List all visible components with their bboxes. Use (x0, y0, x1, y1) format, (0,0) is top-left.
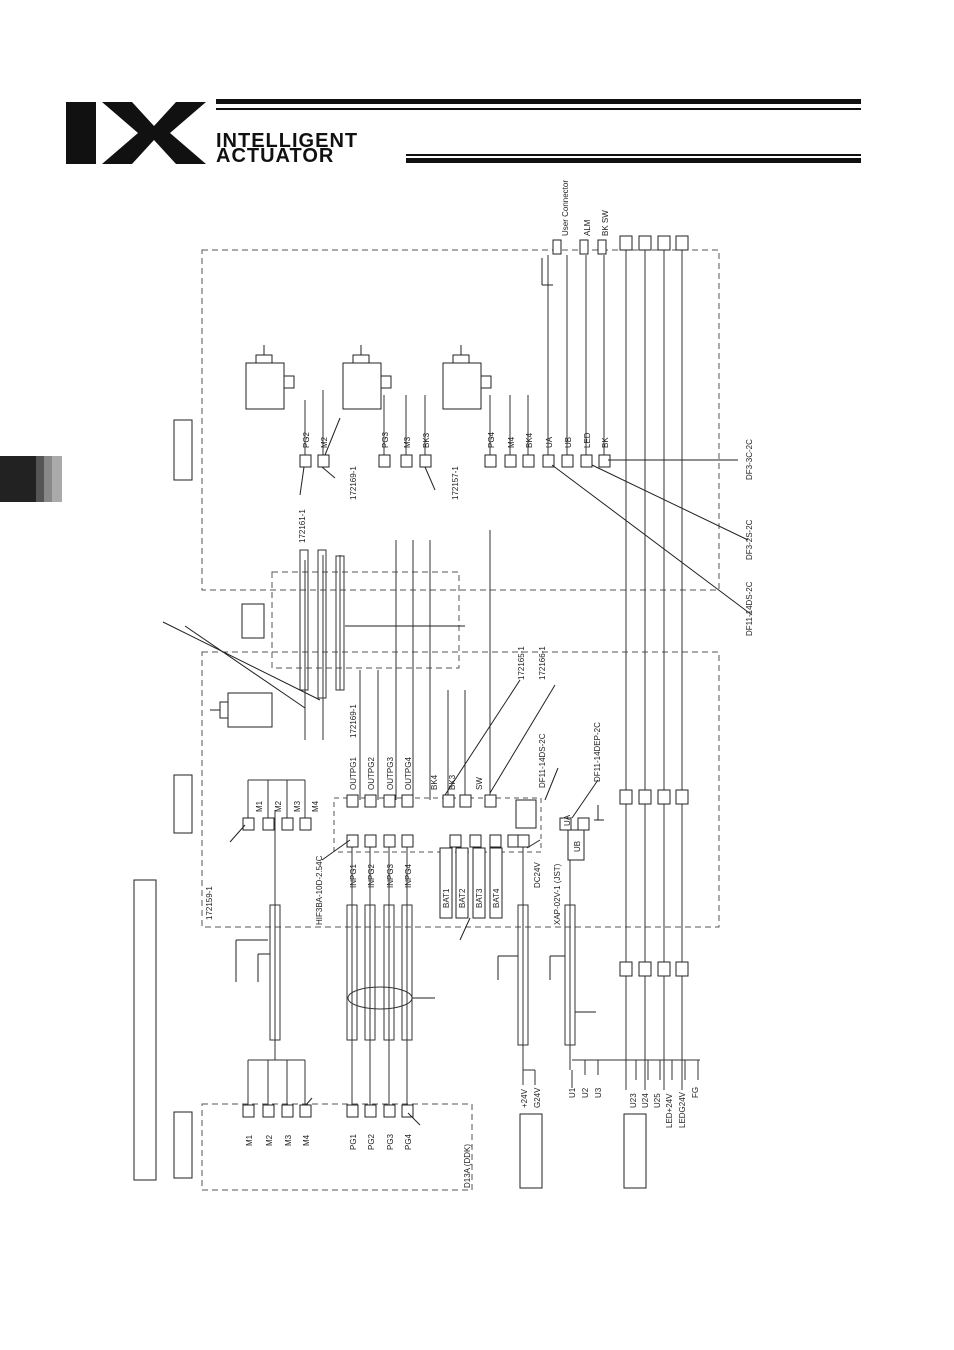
header-rule-top-thick (216, 99, 861, 104)
power-label-1: G24V (533, 1087, 542, 1108)
bat-label-2: BAT3 (475, 888, 484, 908)
io-label-7: LEDG24V (678, 1091, 687, 1128)
part-172165: 172165-1 (517, 646, 526, 680)
bat-label-1: BAT2 (458, 888, 467, 908)
label-box-2 (173, 774, 193, 834)
pcb-box (333, 797, 542, 853)
motor-unit-label-7: BK4 (525, 432, 534, 448)
ix-logo (66, 102, 206, 164)
part-hif3ba: HIF3BA-10D-2.54C (315, 855, 324, 925)
bat-label-3: BAT4 (492, 888, 501, 908)
outpg-label-6: SW (475, 777, 484, 790)
io-label-3: U23 (629, 1093, 638, 1108)
header-rule-bottom-thick (406, 158, 861, 163)
io-label-1: U2 (581, 1087, 590, 1098)
outpg-label-5: BK3 (448, 774, 457, 790)
ua-label: UA (563, 814, 572, 826)
header-rule-bottom-thin (406, 154, 861, 156)
part-172169: 172169-1 (349, 466, 358, 500)
top-connector-0: User Connector (561, 180, 570, 236)
part-df11-14dep: DF11-14DEP-2C (593, 722, 602, 782)
outpg-label-4: BK4 (430, 774, 439, 790)
ub-label: UB (573, 841, 582, 852)
motor-unit-label-8: UA (545, 436, 554, 448)
label-box-5 (515, 799, 537, 829)
bat-label-0: BAT1 (442, 888, 451, 908)
outpg-label-2: OUTPG3 (386, 757, 395, 790)
page-header: INTELLIGENT ACTUATOR (0, 0, 954, 200)
motor-unit-label-3: M3 (403, 436, 412, 448)
io-label-5: U25 (653, 1093, 662, 1108)
base-m-label-0: M1 (255, 800, 264, 812)
junction-box (271, 571, 460, 669)
top-connector-1: ALM (583, 219, 592, 236)
outpg-label-0: OUTPG1 (349, 757, 358, 790)
label-box-io (623, 1113, 647, 1189)
label-box-1 (173, 419, 193, 481)
header-rule-top-thin (216, 108, 861, 110)
bottom-m-label-2: M3 (284, 1134, 293, 1146)
motor-unit-label-0: PG2 (302, 431, 311, 448)
motor-unit-label-1: M2 (320, 436, 329, 448)
inpg-label-3: INPG4 (404, 863, 413, 888)
label-box-3 (241, 603, 265, 639)
io-label-2: U3 (594, 1087, 603, 1098)
part-172169-b: 172169-1 (349, 704, 358, 738)
motor-icon (210, 345, 492, 728)
dc-label: DC24V (533, 862, 542, 888)
bottom-pg-label-2: PG3 (386, 1133, 395, 1150)
outpg-label-1: OUTPG2 (367, 757, 376, 790)
io-label-8: FG (691, 1087, 700, 1098)
io-label-0: U1 (568, 1087, 577, 1098)
top-connector-2: BK SW (601, 210, 610, 236)
motor-unit-label-2: PG3 (381, 431, 390, 448)
part-d13a: D13A (DDK) (463, 1144, 472, 1188)
label-box-power (519, 1113, 543, 1189)
outpg-label-3: OUTPG4 (404, 757, 413, 790)
io-label-4: U24 (641, 1093, 650, 1108)
motor-unit-label-5: PG4 (487, 431, 496, 448)
base-unit-box (201, 651, 720, 928)
legend-box-tall (133, 879, 157, 1181)
base-m-label-1: M2 (274, 800, 283, 812)
motor-unit-label-6: M4 (507, 436, 516, 448)
part-172157: 172157-1 (451, 466, 460, 500)
inpg-label-0: INPG1 (349, 863, 358, 888)
motor-unit-label-11: BK (601, 437, 610, 448)
inpg-label-2: INPG3 (386, 863, 395, 888)
bottom-m-label-0: M1 (245, 1134, 254, 1146)
motor-unit-label-10: LED (583, 432, 592, 448)
part-172159: 172159-1 (205, 886, 214, 920)
part-xap: XAP-02V-1 (JST) (553, 863, 562, 925)
part-df11-14ds: DF11-14DS-2C (745, 581, 754, 636)
bottom-m-label-1: M2 (265, 1134, 274, 1146)
bottom-m-label-3: M4 (302, 1134, 311, 1146)
motor-unit-label-9: UB (564, 437, 573, 448)
brand-line-2: ACTUATOR (216, 145, 335, 167)
chapter-tab (0, 456, 62, 502)
part-172166: 172166-1 (538, 646, 547, 680)
brand-line-1: INTELLIGENT (216, 130, 359, 152)
inpg-label-1: INPG2 (367, 863, 376, 888)
motor-unit-box (201, 249, 720, 591)
label-box-4 (173, 1111, 193, 1179)
power-label-0: +24V (520, 1088, 529, 1108)
part-df3-3c: DF3-3C-2C (745, 439, 754, 480)
part-df3-2s: DF3-2S-2C (745, 519, 754, 560)
part-df11-14ds-b: DF11-14DS-2C (538, 733, 547, 788)
bottom-pg-label-1: PG2 (367, 1133, 376, 1150)
bottom-pg-label-0: PG1 (349, 1133, 358, 1150)
motor-unit-label-4: BK3 (422, 432, 431, 448)
io-label-6: LED+24V (665, 1093, 674, 1128)
base-m-label-2: M3 (293, 800, 302, 812)
controller-box (201, 1103, 473, 1191)
bottom-pg-label-3: PG4 (404, 1133, 413, 1150)
base-m-label-3: M4 (311, 800, 320, 812)
part-172161: 172161-1 (298, 509, 307, 543)
